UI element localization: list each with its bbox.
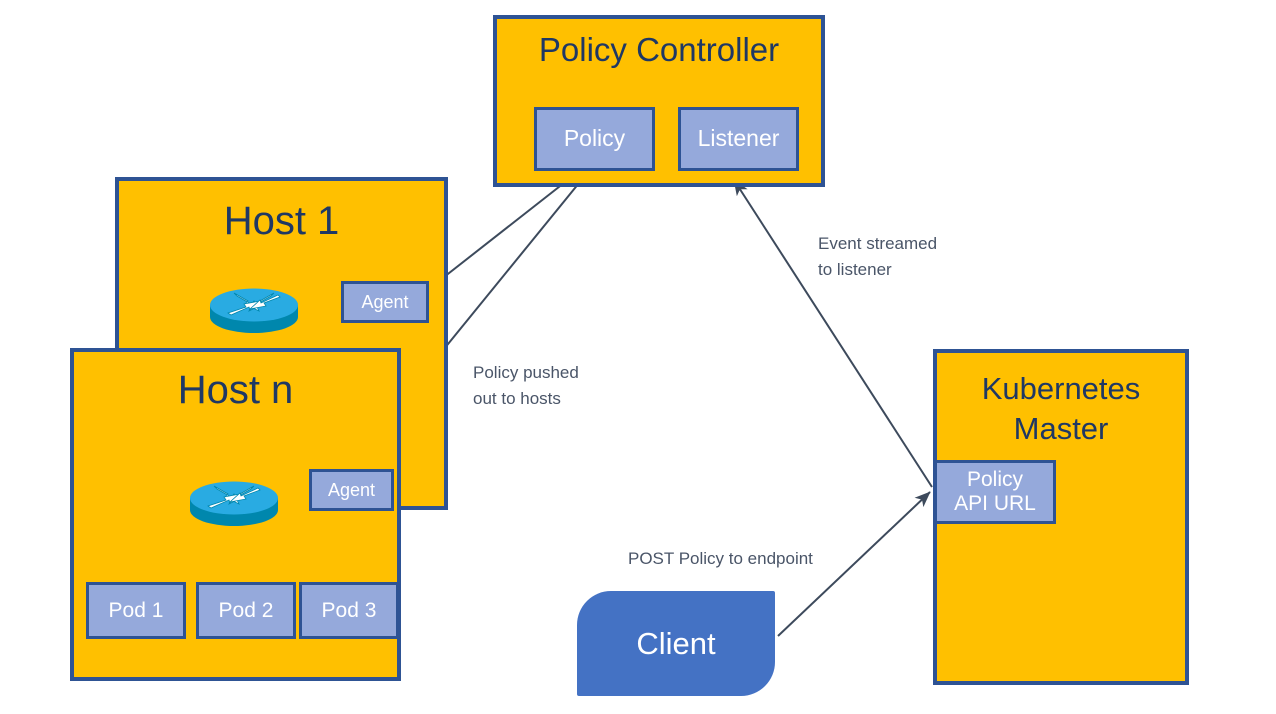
pod-box[interactable]: Pod 1 xyxy=(86,582,186,639)
client-label: Client xyxy=(636,625,716,661)
listener-node-label: Listener xyxy=(697,125,780,152)
pod-box[interactable]: Pod 2 xyxy=(196,582,296,639)
router-icon xyxy=(184,464,284,532)
pod-label: Pod 1 xyxy=(108,598,164,622)
policy-api-url-label: Policy API URL xyxy=(954,468,1036,515)
host1-title: Host 1 xyxy=(223,199,340,243)
host1-agent-box[interactable]: Agent xyxy=(341,281,429,323)
edge-api-to-listener xyxy=(733,179,933,488)
client-shape[interactable]: Client xyxy=(577,591,775,696)
annotation-policy-pushed: Policy pushed out to hosts xyxy=(473,363,579,408)
hostn-agent-label: Agent xyxy=(327,479,376,500)
policy-controller-title: Policy Controller xyxy=(538,31,780,68)
kubernetes-master-title: Kubernetes Master xyxy=(981,371,1141,447)
policy-controller-box[interactable]: Policy Controller Policy Listener xyxy=(493,15,825,187)
host1-agent-label: Agent xyxy=(361,291,409,312)
policy-node[interactable]: Policy xyxy=(534,107,655,171)
hostn-box[interactable]: Host n Agent Pod 1 Pod 2 xyxy=(70,348,401,681)
hostn-agent-box[interactable]: Agent xyxy=(309,469,394,511)
hostn-title: Host n xyxy=(177,368,294,412)
router-icon xyxy=(204,271,304,339)
listener-node[interactable]: Listener xyxy=(678,107,799,171)
policy-node-label: Policy xyxy=(563,125,626,152)
policy-api-url-box[interactable]: Policy API URL xyxy=(934,460,1056,524)
annotation-post-policy: POST Policy to endpoint xyxy=(628,549,813,568)
pod-box[interactable]: Pod 3 xyxy=(299,582,399,639)
pod-label: Pod 3 xyxy=(321,598,377,622)
pod-label: Pod 2 xyxy=(218,598,274,622)
annotation-event-streamed: Event streamed to listener xyxy=(818,234,938,279)
edge-policy-to-host1-agent xyxy=(429,171,579,289)
